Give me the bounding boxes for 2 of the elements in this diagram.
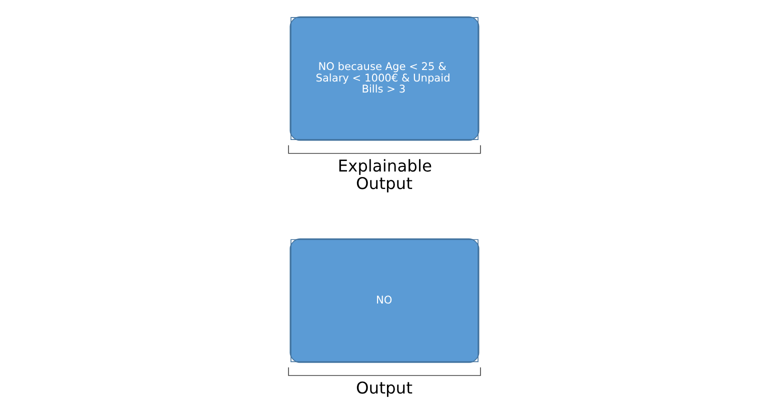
node-label: Explainable Output [337,156,432,194]
node-label: Output [356,378,412,398]
